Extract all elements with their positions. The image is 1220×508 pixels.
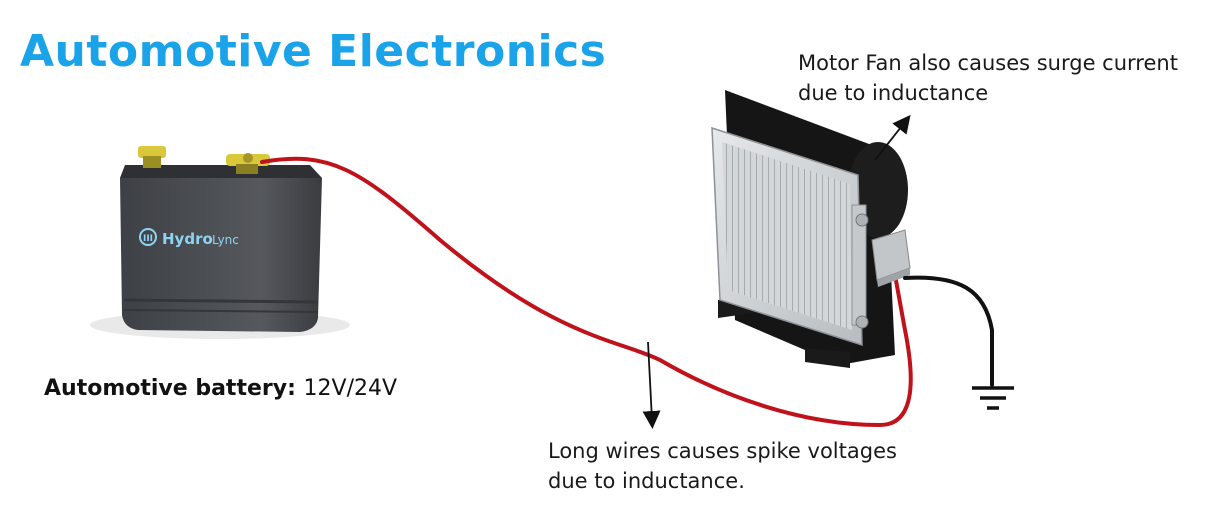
- battery-brand-right: Lync: [212, 233, 239, 247]
- page-title: Automotive Electronics: [20, 26, 607, 77]
- wire-annotation-line1: Long wires causes spike voltages: [548, 439, 897, 463]
- ground-symbol-icon: [972, 386, 1014, 410]
- motor-annotation-line1: Motor Fan also causes surge current: [798, 51, 1178, 75]
- radiator-fan-icon: [711, 90, 911, 368]
- battery-logo-mark: III: [143, 234, 153, 244]
- wire-annotation-line2: due to inductance.: [548, 469, 745, 493]
- arrow-icon: [874, 114, 911, 161]
- motor-fan-annotation: Motor Fan also causes surge current due …: [798, 48, 1178, 108]
- battery-spec-label: Automotive battery:: [44, 376, 304, 401]
- wire-annotation: Long wires causes spike voltages due to …: [548, 436, 897, 496]
- ground-wire: [903, 275, 994, 387]
- battery-brand-left: Hydro: [162, 230, 213, 248]
- arrow-icon: [642, 341, 661, 429]
- battery-spec: Automotive battery: 12V/24V: [44, 374, 397, 404]
- battery-icon: III Hydro Lync: [90, 146, 350, 339]
- battery-spec-value: 12V/24V: [303, 376, 398, 401]
- motor-annotation-line2: due to inductance: [798, 81, 989, 105]
- positive-wire: [260, 156, 913, 428]
